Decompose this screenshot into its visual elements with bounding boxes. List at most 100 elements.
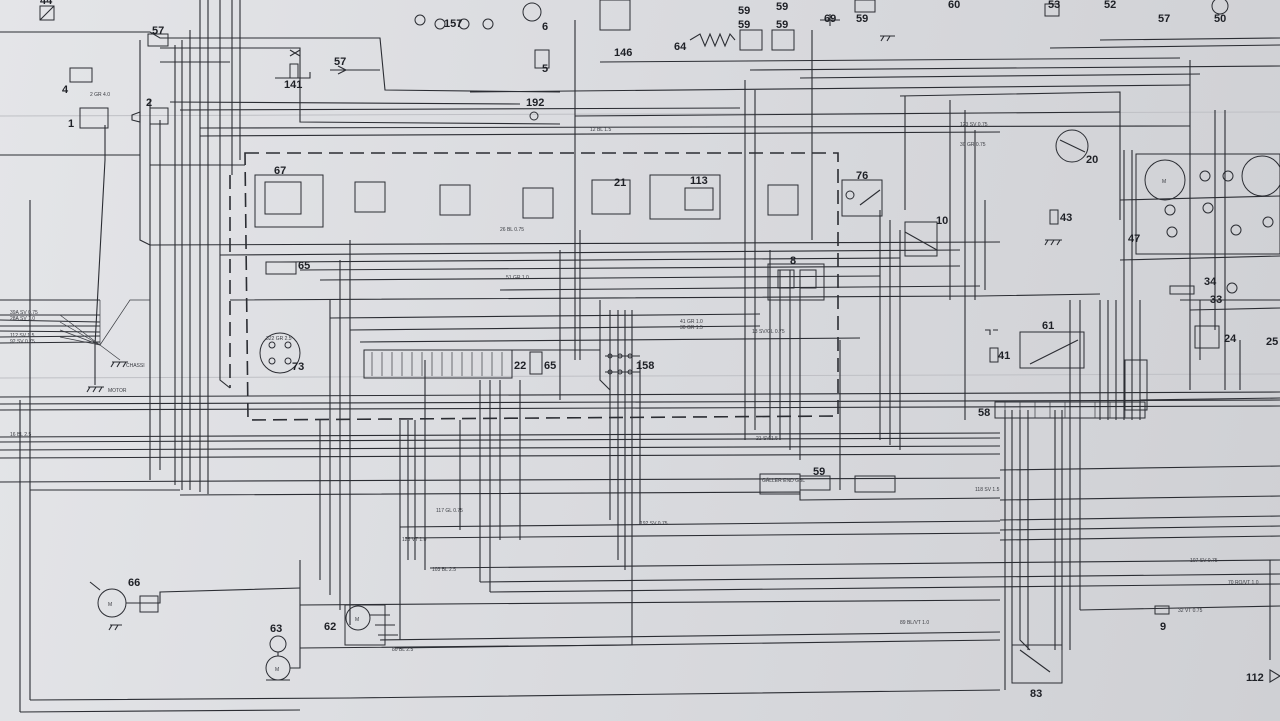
gauge-c-label: M: [1162, 179, 1166, 185]
wire-label: 30 GR 0.75: [960, 142, 986, 148]
wire-label: 21 SV 1.5: [756, 436, 778, 442]
label-50: 50: [1214, 13, 1226, 25]
wire-label: 70 RO/VT 1.0: [1228, 580, 1259, 586]
label-63: 63: [270, 623, 282, 635]
component-labels: 44 57 4 2 1 157 6 146 5 192 141 57 64 59…: [40, 0, 1278, 700]
label-62: 62: [324, 621, 336, 633]
motors: [89, 581, 398, 681]
label-157: 157: [444, 18, 462, 30]
label-112: 112: [1246, 672, 1264, 684]
wire-label: 30 GR 1.5: [680, 325, 703, 331]
label-47: 47: [1128, 233, 1140, 245]
wire-label: 103 BL 2.5: [432, 567, 456, 573]
label-53: 53: [1048, 0, 1060, 11]
label-192: 192: [526, 97, 544, 109]
wire-label: 13 SV/GL 0.75: [752, 329, 785, 335]
label-8: 8: [790, 255, 796, 267]
wire-label: 12 BL 1.5: [590, 127, 611, 133]
label-44: 44: [40, 0, 53, 7]
motor-m-label: M: [355, 617, 359, 623]
label-65b: 65: [544, 360, 556, 372]
small-labels: CHASSI MOTOR GÄLLER END GBL M M M M: [108, 179, 1166, 673]
label-59c: 59: [776, 1, 788, 13]
label-6: 6: [542, 21, 548, 33]
vertical-wires: [19, 0, 1271, 712]
wire-label: 112 SV 1.5: [10, 333, 35, 339]
label-59f: 59: [813, 466, 825, 478]
top-left-components: [39, 0, 631, 129]
motor-ground-label: MOTOR: [108, 388, 127, 394]
top-right-components: [689, 0, 1229, 51]
wire-label: 123 SV 0.75: [960, 122, 988, 128]
label-59e: 59: [856, 13, 868, 25]
label-83: 83: [1030, 688, 1042, 700]
label-41: 41: [998, 350, 1010, 362]
label-57: 57: [152, 25, 164, 37]
wire-label: 80 BL 2.5: [392, 647, 413, 653]
wire-label: 41 GR 1.0: [680, 319, 703, 325]
label-69: 69: [824, 13, 836, 25]
dashed-enclosure: [229, 152, 839, 421]
wire-label: 28A SV 1.0: [10, 316, 35, 322]
label-2: 2: [146, 97, 152, 109]
wire-label: 125 VT 1.0: [402, 537, 427, 543]
wire-label: 26 BL 0.75: [500, 227, 524, 233]
ground-fan: [59, 299, 150, 393]
label-141: 141: [284, 79, 302, 91]
lower-connectors: [759, 473, 896, 495]
wire-label: 51 GR 1.0: [506, 275, 529, 281]
wire-label: 32 VT 0.75: [1178, 608, 1203, 614]
label-22: 22: [514, 360, 526, 372]
wire-label: 2 GR 4.0: [90, 92, 110, 98]
label-146: 146: [614, 47, 632, 59]
label-61: 61: [1042, 320, 1054, 332]
motor-m-label: M: [108, 602, 112, 608]
galler-note: GÄLLER END GBL: [762, 477, 805, 484]
label-58: 58: [978, 407, 990, 419]
label-24: 24: [1224, 333, 1237, 345]
wire-label: 322 GR 2.5: [266, 336, 292, 342]
label-33: 33: [1210, 294, 1222, 306]
label-59d: 59: [776, 19, 788, 31]
label-59a: 59: [738, 5, 750, 17]
label-66: 66: [128, 577, 140, 589]
label-59b: 59: [738, 19, 750, 31]
chassis-ground-label: CHASSI: [126, 363, 145, 369]
label-25: 25: [1266, 336, 1278, 348]
wire-label: 118 SV 1.5: [975, 487, 1000, 493]
wire-label: 107 SV 0.75: [1190, 558, 1218, 564]
label-73: 73: [292, 361, 304, 373]
label-43: 43: [1060, 212, 1072, 224]
label-76: 76: [856, 170, 868, 182]
label-34: 34: [1204, 276, 1217, 288]
motor-62-symbol: [345, 605, 371, 631]
label-67: 67: [274, 165, 286, 177]
horizontal-wires: [0, 31, 1280, 713]
wire-label: 16 BL 2.5: [10, 432, 31, 438]
label-10: 10: [936, 215, 948, 227]
label-64: 64: [674, 41, 687, 53]
label-9: 9: [1160, 621, 1166, 633]
label-52: 52: [1104, 0, 1116, 11]
label-20: 20: [1086, 154, 1098, 166]
wire-label: 39A SV 0.75: [10, 310, 38, 316]
label-65: 65: [298, 260, 310, 272]
central-components: [254, 174, 938, 379]
wire-label: 92 SV 0.75: [10, 339, 35, 345]
right-components: [985, 129, 1280, 684]
wire-labels: 39A SV 0.75 322 GR 2.5 2 GR 4.0 26 BL 0.…: [10, 92, 1259, 653]
label-57b: 57: [334, 56, 346, 68]
wire-label: 89 BL/VT 1.0: [900, 620, 929, 626]
label-1: 1: [68, 118, 74, 130]
label-4: 4: [62, 84, 69, 96]
label-21: 21: [614, 177, 626, 189]
wire-label: 192 SV 0.75: [640, 521, 668, 527]
label-57c: 57: [1158, 13, 1170, 25]
label-158: 158: [636, 360, 654, 372]
label-60: 60: [948, 0, 960, 11]
wire-label: 117 GL 0.75: [436, 508, 463, 514]
motor-m-label: M: [275, 667, 279, 673]
label-5: 5: [542, 63, 548, 75]
